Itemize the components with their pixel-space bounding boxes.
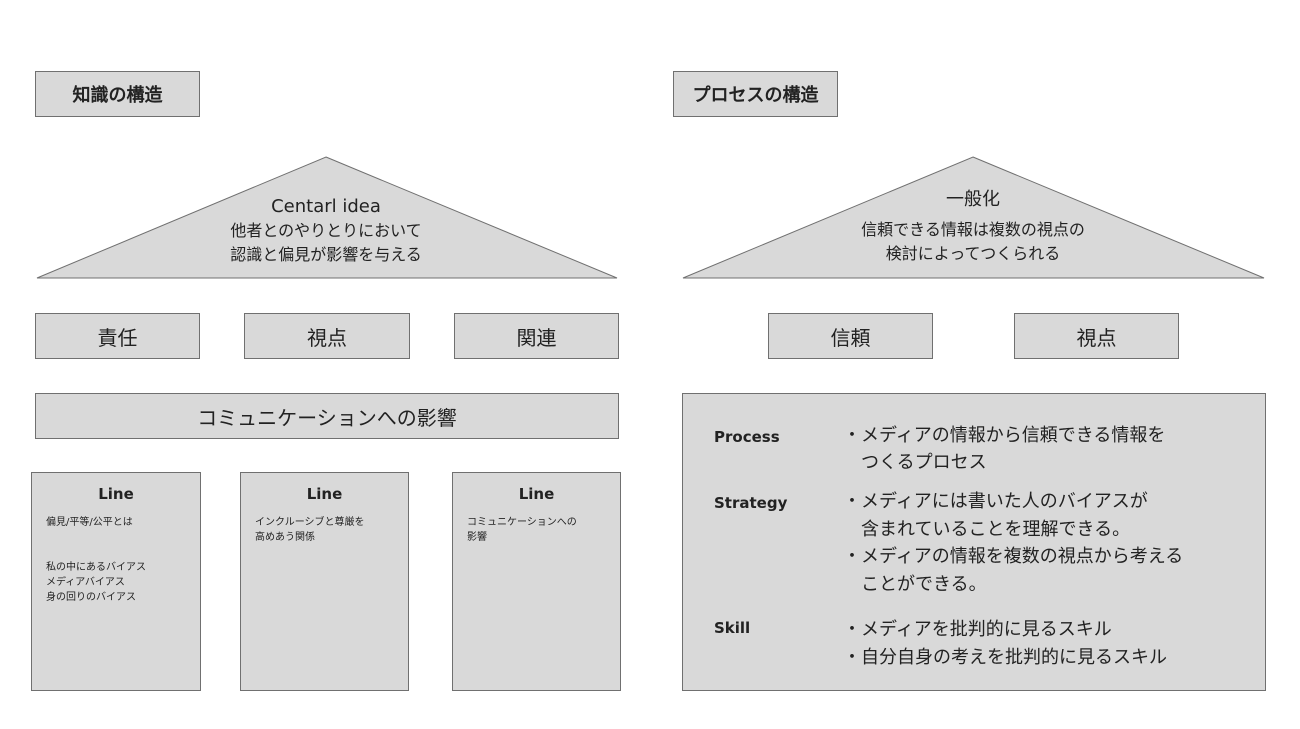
left-roof-triangle	[36, 156, 618, 279]
left-roof-line: 他者とのやりとりにおいて	[230, 221, 422, 240]
line-box-body: コミュニケーションへの 影響	[467, 517, 577, 543]
section-text-strategy: ・メディアには書いた人のバイアスが 含まれていることを理解できる。 ・メディアの…	[843, 491, 1184, 595]
line-box-body: インクルーシブと尊厳を 高めあう関係	[255, 517, 365, 543]
section-label-strategy: Strategy	[714, 494, 788, 512]
line-box-title: Line	[518, 485, 555, 503]
right-roof-line: 信頼できる情報は複数の視点の	[861, 220, 1085, 239]
right-pillar: 視点	[1014, 313, 1179, 359]
left-pillar: 責任	[35, 313, 200, 359]
right-title: プロセスの構造	[673, 71, 838, 117]
right-roof-line: 検討によってつくられる	[885, 244, 1061, 263]
line-box-body: 偏見/平等/公平とは 私の中にあるバイアス メディアバイアス 身の回りのバイアス	[46, 517, 146, 603]
left-foundation-bar: コミュニケーションへの影響	[35, 393, 619, 439]
left-title: 知識の構造	[35, 71, 200, 117]
section-text-skill: ・メディアを批判的に見るスキル ・自分自身の考えを批判的に見るスキル	[843, 619, 1167, 668]
right-detail-box	[682, 393, 1266, 691]
line-box: Line 偏見/平等/公平とは 私の中にあるバイアス メディアバイアス 身の回り…	[31, 472, 201, 691]
line-box-title: Line	[306, 485, 343, 503]
line-box: Line インクルーシブと尊厳を 高めあう関係	[240, 472, 409, 691]
section-label-process: Process	[714, 428, 780, 446]
right-roof-text: 一般化 信頼できる情報は複数の視点の 検討によってつくられる	[773, 188, 1173, 266]
section-label-skill: Skill	[714, 619, 751, 637]
right-roof-triangle	[682, 156, 1265, 279]
left-roof-heading: Centarl idea	[271, 196, 381, 217]
left-roof-line: 認識と偏見が影響を与える	[230, 245, 422, 264]
line-box: Line コミュニケーションへの 影響	[452, 472, 621, 691]
left-pillar: 関連	[454, 313, 619, 359]
right-roof-heading: 一般化	[946, 189, 1000, 210]
left-roof-text: Centarl idea 他者とのやりとりにおいて 認識と偏見が影響を与える	[126, 195, 526, 267]
section-text-process: ・メディアの情報から信頼できる情報を つくるプロセス	[843, 425, 1166, 473]
left-pillar: 視点	[244, 313, 410, 359]
line-box-title: Line	[98, 485, 134, 503]
right-pillar: 信頼	[768, 313, 933, 359]
